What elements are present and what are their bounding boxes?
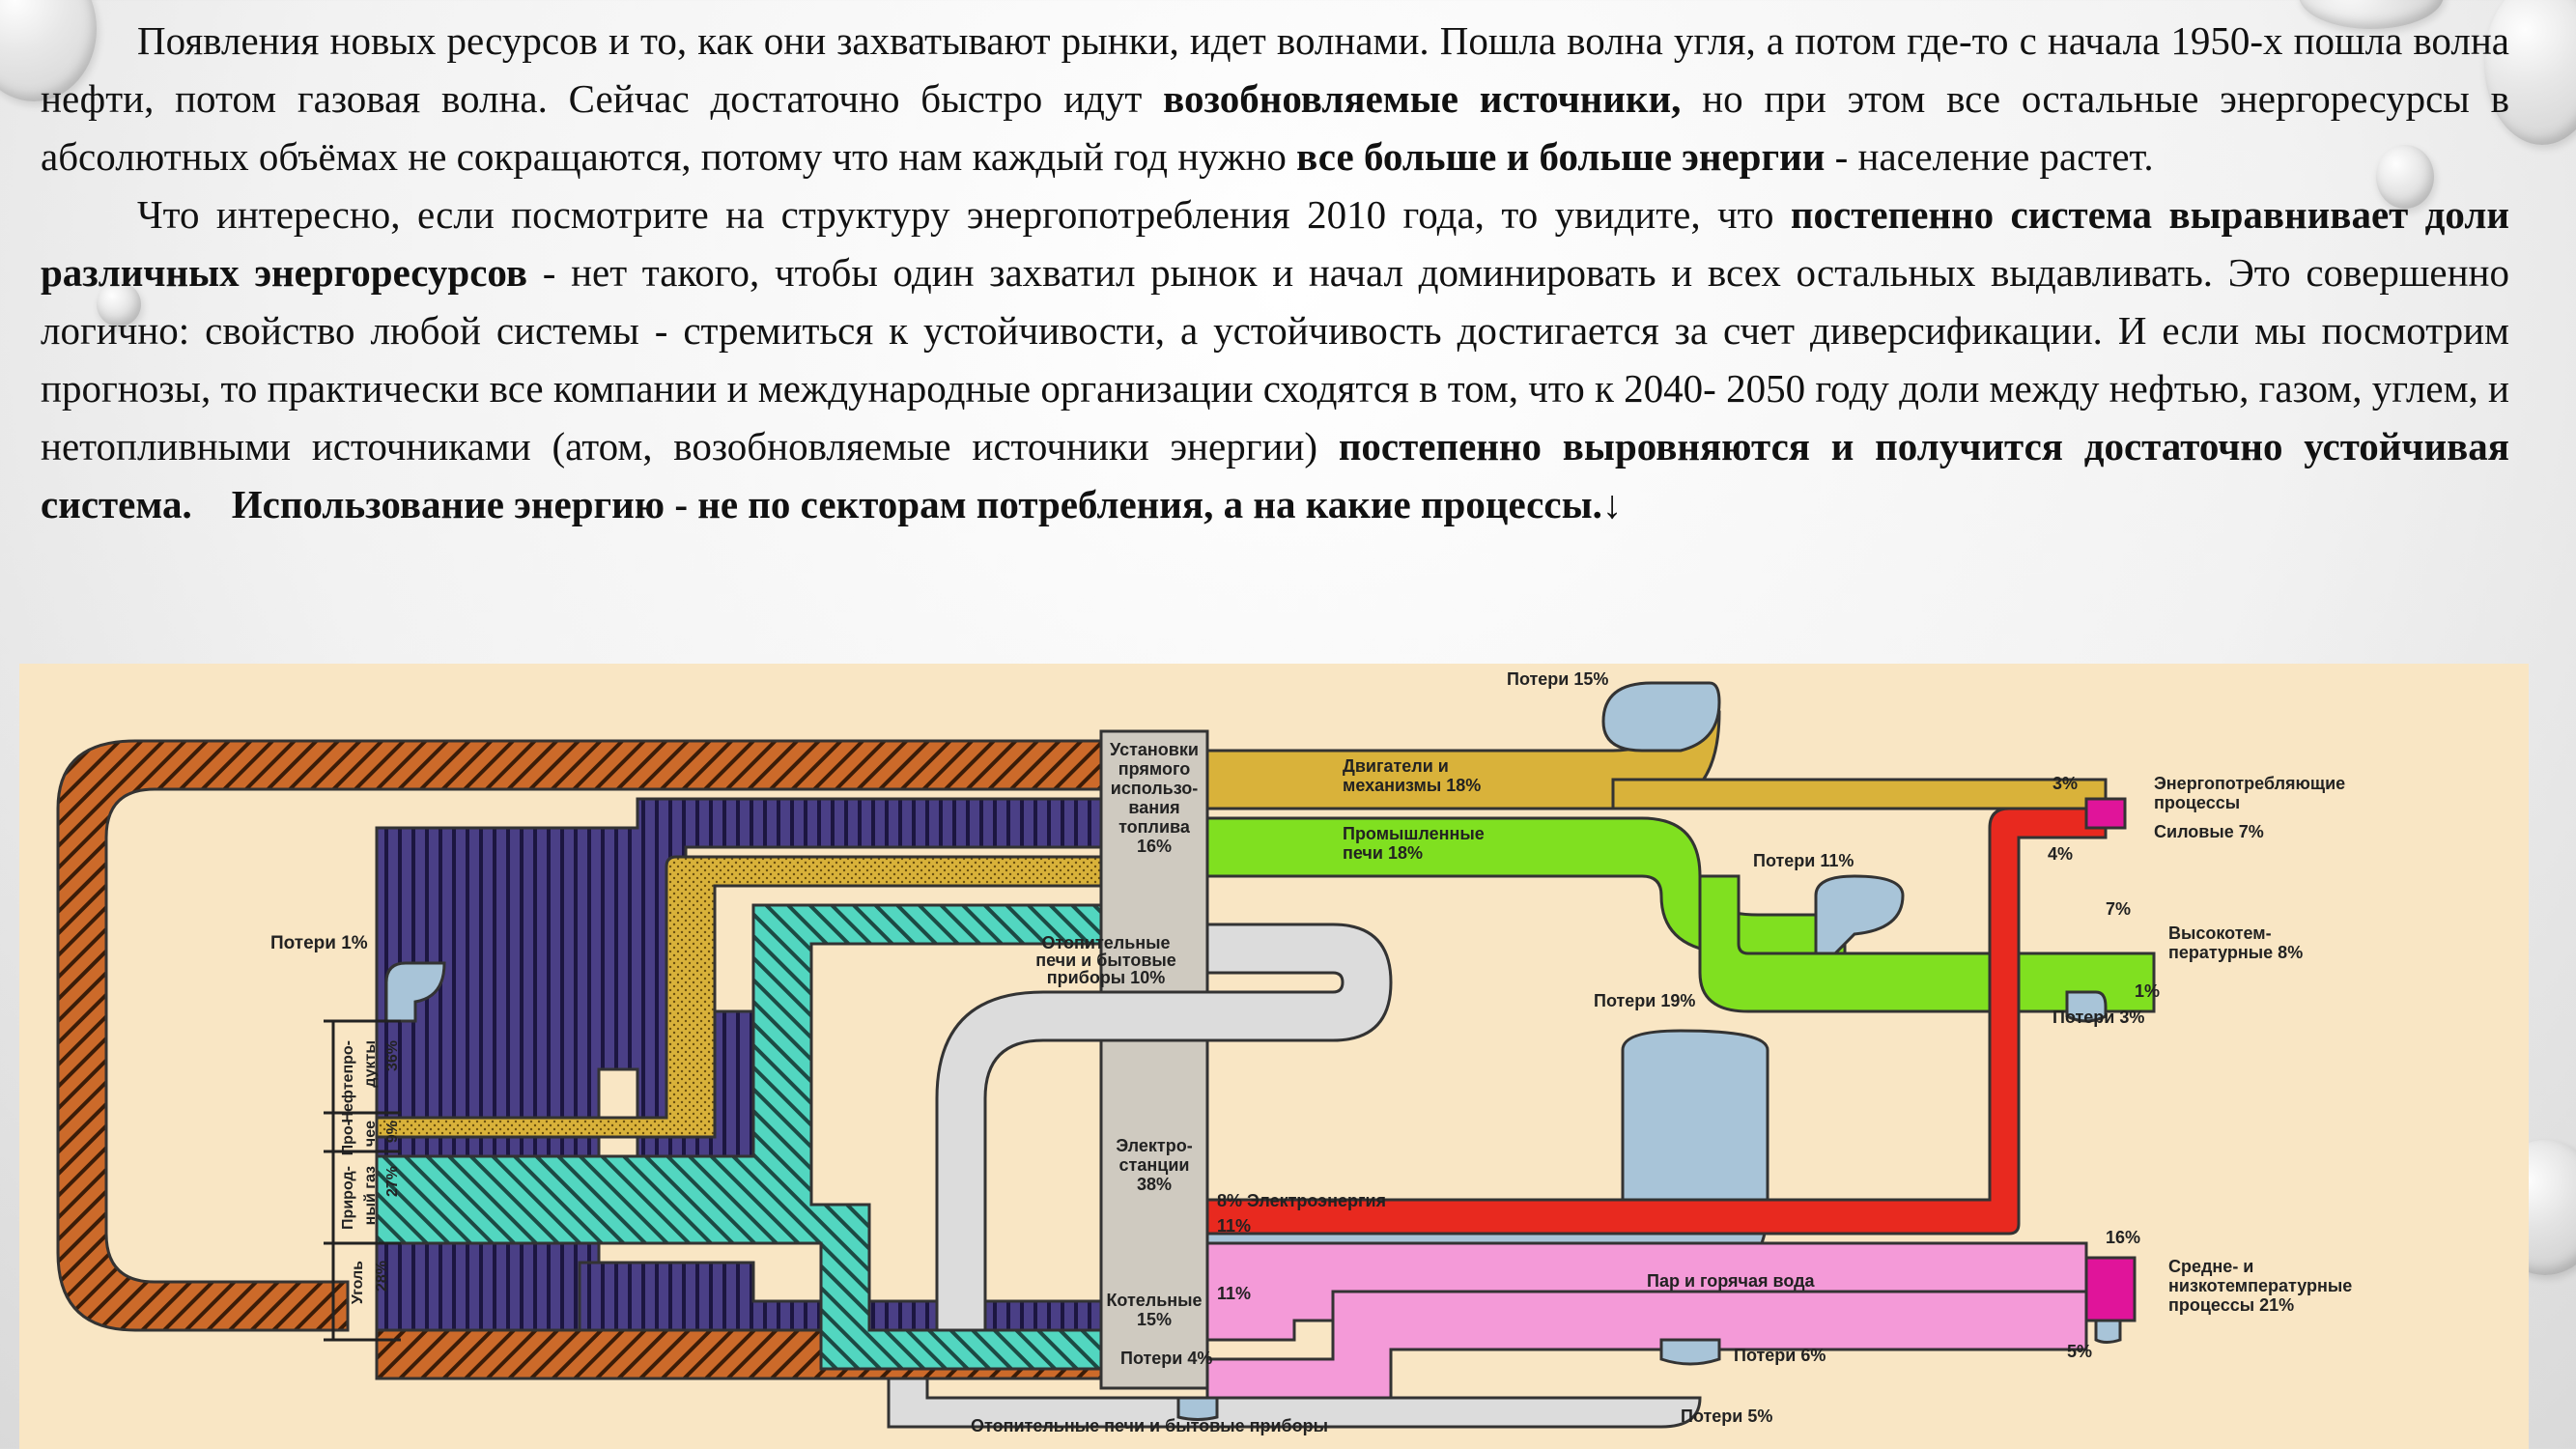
boilers-label: Котельные (1106, 1291, 1202, 1310)
pct-1-label: 1% (2135, 981, 2160, 1001)
steam-label: Пар и горячая вода (1647, 1271, 1816, 1291)
paragraph-2-text: - нет такого, чтобы один захватил рынок … (41, 250, 2509, 469)
loss-11-pipe (1814, 874, 1905, 955)
pct-7-label: 7% (2106, 899, 2131, 919)
energy-flow-diagram: path Потери 1% Нефтепро- (19, 664, 2529, 1449)
paragraph-1: Появления новых ресурсов и то, как они з… (41, 12, 2509, 185)
paragraph-2-bold: Использование энергию - не по секторам п… (231, 482, 1623, 526)
paragraph-1-bold: возобновляемые источники, (1163, 76, 1682, 121)
oil-share-label: 36% (384, 1040, 401, 1071)
loss-4-label: Потери 4% (1120, 1349, 1212, 1368)
direct-fuel-label: топлива (1118, 817, 1191, 837)
coal-share-label: Уголь (350, 1261, 366, 1304)
loss-6-pipe (1659, 1338, 1721, 1366)
other-share-label: Про- (340, 1121, 356, 1155)
direct-fuel-label: прямого (1118, 759, 1190, 779)
paragraph-1-text: но при этом все остальные энергоресурсы … (41, 76, 2510, 179)
pct-16-label: 16% (2106, 1228, 2140, 1247)
loss-5-pipe (2094, 1319, 2122, 1344)
other-share-label: 9% (384, 1121, 401, 1143)
engines-label: Двигатели и (1343, 756, 1449, 776)
article-text: Появления новых ресурсов и то, как они з… (41, 12, 2509, 533)
paragraph-2: Что интересно, если посмотрите на структ… (41, 185, 2509, 533)
electricity-label: 8% Электроэнергия (1217, 1191, 1386, 1210)
heating-stoves-label: Отопительные (1041, 933, 1170, 952)
out-energy-label: процессы (2154, 793, 2240, 812)
out-hightemp-label: пературные 8% (2168, 943, 2303, 962)
boilers-label: 15% (1137, 1310, 1172, 1329)
out-midtemp-label: низкотемпературные (2168, 1276, 2352, 1295)
heating-stoves-label: печи и бытовые (1035, 951, 1176, 970)
loss-15-label: Потери 15% (1507, 669, 1608, 689)
plant-column (1099, 729, 1209, 1390)
furnaces-label: Промышленные (1343, 824, 1485, 843)
paragraph-1-bold: все больше и больше энергии (1296, 134, 1826, 179)
out-midtemp-label: процессы 21% (2168, 1295, 2294, 1315)
power-plants-label: станции (1119, 1155, 1190, 1175)
gas-share-label: ный газ (362, 1166, 379, 1225)
gas-share-label: 27% (384, 1166, 401, 1197)
power-plants-label: 38% (1137, 1175, 1172, 1194)
paragraph-2-bold: постепенно выровняются и получится доста… (41, 424, 2509, 526)
heating-stoves-label: приборы 10% (1047, 968, 1165, 987)
pct-11b-label: 11% (1217, 1284, 1251, 1303)
power-plants-label: Электро- (1116, 1136, 1192, 1155)
pct-5-label: 5% (2067, 1342, 2092, 1361)
direct-fuel-label: Установки (1110, 740, 1199, 759)
out-midtemp-label: Средне- и (2168, 1257, 2253, 1276)
furnaces-to-hightemp (1698, 874, 2156, 1013)
pct-3-label: 3% (2052, 774, 2078, 793)
stoves-flow (935, 923, 1393, 1332)
loss-11-label: Потери 11% (1753, 851, 1854, 870)
bottom-stoves-label: Отопительные печи и бытовые приборы (971, 1416, 1328, 1435)
gas-flow (375, 903, 1103, 1371)
loss-19-label: Потери 19% (1594, 991, 1695, 1010)
energy-processes-box (2084, 797, 2127, 830)
gas-share-label: Природ- (340, 1166, 356, 1230)
paragraph-2-text: Что интересно, если посмотрите на структ… (137, 192, 1791, 237)
engines-to-energy (1611, 778, 2108, 810)
loss-3-label: Потери 3% (2052, 1008, 2144, 1027)
pct-4-label: 4% (2048, 844, 2073, 864)
water-drop-decoration (97, 282, 141, 327)
other-flow (375, 855, 1103, 1139)
paragraph-2-bold: постепенно система выравнивает доли разл… (41, 192, 2510, 295)
bottom-stoves-flow (887, 1377, 1702, 1429)
loss-1-pipe (384, 961, 446, 1023)
coal-share-label: 28% (374, 1261, 390, 1292)
out-hightemp-label: Высокотем- (2168, 923, 2272, 943)
out-power-label: Силовые 7% (2154, 822, 2264, 841)
water-drop-decoration (2376, 145, 2434, 209)
direct-fuel-label: 16% (1137, 837, 1172, 856)
oil-share-label: дукты (362, 1040, 379, 1088)
loss-15-pipe (1601, 681, 1721, 753)
loss-1-label: Потери 1% (270, 933, 368, 953)
other-share-label: чее (362, 1121, 379, 1147)
coal-flow (56, 739, 1103, 1332)
pct-11a-label: 11% (1217, 1216, 1251, 1236)
loss-5-label: Потери 5% (1681, 1406, 1772, 1426)
furnaces-label: печи 18% (1343, 843, 1423, 863)
loss-4-pipe (1176, 1396, 1219, 1421)
paragraph-1-text: - население растет. (1825, 134, 2154, 179)
out-energy-label: Энергопотребляющие (2154, 774, 2345, 793)
paragraph-1-text: Появления новых ресурсов и то, как они з… (41, 18, 2509, 121)
direct-fuel-label: вания (1128, 798, 1179, 817)
midtemp-box (2084, 1256, 2137, 1322)
loss-3-pipe (2065, 990, 2108, 1023)
electricity-flow (1205, 807, 2108, 1236)
engines-label: механизмы 18% (1343, 776, 1481, 795)
oil-share-label: Нефтепро- (340, 1040, 356, 1123)
direct-fuel-label: использо- (1111, 779, 1198, 798)
loss-6-label: Потери 6% (1734, 1346, 1826, 1365)
